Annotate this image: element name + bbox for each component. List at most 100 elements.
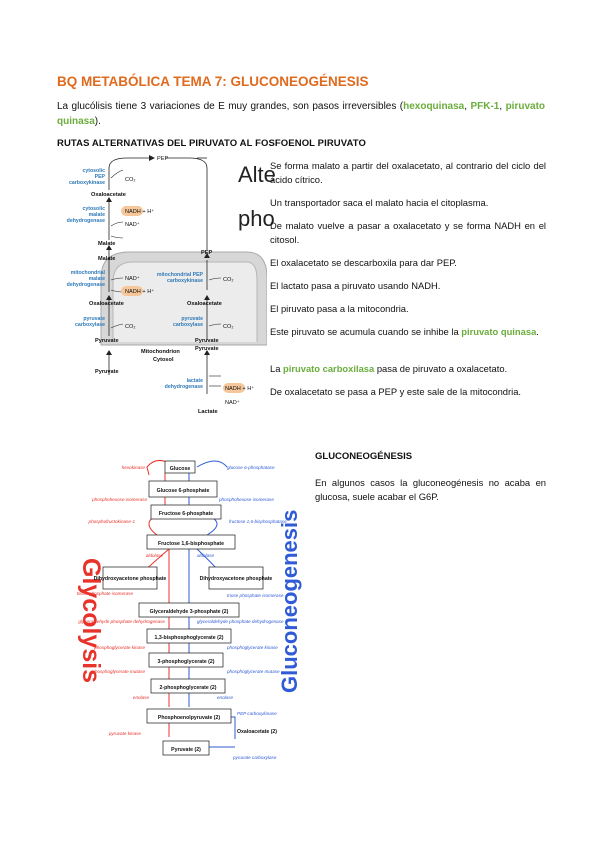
- label-oxaloacetate: Oxaloacetate: [91, 192, 126, 198]
- gng-enzyme-fbpase: fructose 1,6-bisphosphatase: [229, 519, 287, 524]
- label-co2-mito: CO₂: [125, 324, 136, 330]
- note-text: De malato vuelve a pasar a oxalacetato y…: [270, 220, 546, 245]
- glyco-enzyme-enolase: enolase: [133, 695, 150, 700]
- metabolite-g6p: Glucose 6-phosphate: [157, 488, 210, 494]
- label-nad: NAD⁺: [125, 221, 140, 228]
- note-text: El oxalacetato se descarboxila para dar …: [270, 257, 457, 268]
- metabolite-box-g6p: [148, 480, 218, 498]
- glyco-enzyme-aldolase: aldolase: [146, 553, 164, 558]
- enzyme-pyr-carb-2: carboxylase: [75, 322, 105, 328]
- label-pyruvate-cytosol: Pyruvate: [95, 369, 119, 375]
- overlay-text-alte: Alte: [238, 162, 276, 187]
- label-cytosol: Cytosol: [153, 357, 174, 363]
- nadh-pill: [223, 383, 245, 393]
- metabolite-box-f16bp: [146, 534, 236, 550]
- label-pyruvate-mito: Pyruvate: [95, 338, 119, 344]
- overlay-text-pho: pho: [238, 206, 275, 231]
- label-mitochondrion: Mitochondrion: [141, 349, 180, 355]
- glyco-enzyme-pk: pyruvate kinase: [108, 731, 142, 736]
- glyco-enzyme-pgm: phosphoglycerate mutase: [91, 669, 145, 674]
- metabolite-dhap-left: Dihydroxyacetone phosphate: [94, 576, 167, 582]
- nadh-pill: [121, 286, 143, 296]
- glycolysis-gluconeogenesis-diagram: Glycolysis Gluconeogenesis Glucose Gluco…: [77, 460, 302, 760]
- enzyme-ldh-2: dehydrogenase: [165, 384, 203, 390]
- metabolite-box-pyruvate: [162, 740, 210, 756]
- mitochondrion-shape: [100, 251, 267, 346]
- label-co2-right2: CO₂: [223, 324, 234, 330]
- note-9: De oxalacetato se pasa a PEP y este sale…: [270, 385, 546, 399]
- metabolite-box-pep: [146, 708, 232, 724]
- enzyme-cytosolic-pep-ck-2: PEP: [95, 174, 106, 180]
- enzyme-piruvato-quinasa: piruvato quinasa: [57, 101, 546, 127]
- gng-enzyme-aldolase: aldolase: [197, 553, 215, 558]
- metabolite-box-3pg: [148, 652, 224, 668]
- label-nadh-lactate: NADH + H⁺: [225, 385, 254, 392]
- gng-enzyme-pc: pyruvate carboxylase: [232, 755, 277, 760]
- metabolite-box-dhap-right: [208, 566, 264, 590]
- metabolite-box-gap: [138, 602, 240, 618]
- enzyme-cytosolic-mdh-3: dehydrogenase: [67, 218, 105, 224]
- gng-enzyme-phi: phosphohexose isomerase: [218, 497, 274, 502]
- gng-enzyme-pgk: phosphoglycerate kinase: [226, 645, 278, 650]
- glycolysis-side-label: Glycolysis: [77, 558, 105, 683]
- label-malate: Malate: [98, 241, 115, 247]
- intro-sep: ,: [499, 101, 506, 112]
- metabolite-f16bp: Fructose 1,6-bisphosphate: [158, 541, 224, 547]
- gng-enzyme-tpi: triose phosphate isomerase: [227, 593, 284, 598]
- note-7: Este piruvato se acumula cuando se inhib…: [270, 325, 546, 339]
- section2-paragraph: En algunos casos la gluconeogénesis no a…: [315, 477, 546, 502]
- metabolite-2pg: 2-phosphoglycerate (2): [159, 685, 216, 691]
- label-lactate: Lactate: [198, 409, 218, 415]
- note-text: El lactato pasa a piruvato usando NADH.: [270, 280, 441, 291]
- enzyme-mito-pep-ck-1: mitochondrial PEP: [157, 272, 204, 278]
- glyco-enzyme-phi: phosphohexose isomerase: [91, 497, 147, 502]
- metabolite-box-glucose: [164, 460, 196, 474]
- metabolite-glucose: Glucose: [170, 466, 191, 472]
- metabolite-pyruvate: Pyruvate (2): [171, 747, 201, 753]
- enzyme-mito-mdh-1: mitochondrial: [71, 270, 106, 276]
- note-6: El piruvato pasa a la mitocondria.: [270, 302, 546, 316]
- metabolite-box-f6p: [150, 504, 222, 520]
- note-5: El lactato pasa a piruvato usando NADH.: [270, 279, 546, 293]
- nadh-pill: [121, 206, 143, 216]
- metabolite-13bpg: 1,3-bisphosphoglycerate (2): [155, 635, 224, 641]
- gng-enzyme-pepck: PEP carboxykinase: [237, 711, 277, 716]
- note-2: Un transportador saca el malato hacia el…: [270, 196, 546, 210]
- note-text: Un transportador saca el malato hacia el…: [270, 197, 489, 208]
- glyco-enzyme-hexokinase: hexokinase: [122, 465, 146, 470]
- metabolite-3pg: 3-phosphoglycerate (2): [157, 659, 214, 665]
- glyco-enzyme-pfk1: phosphofructokinase-1: [88, 519, 136, 524]
- label-pep-top: PEP: [157, 156, 168, 162]
- intro-paragraph: La glucólisis tiene 3 variaciones de E m…: [57, 99, 545, 129]
- enzyme-hexoquinasa: hexoquinasa: [403, 101, 465, 112]
- enzyme-cytosolic-mdh-2: malate: [89, 212, 106, 218]
- metabolite-box-2pg: [150, 678, 226, 694]
- gng-enzyme-enolase: enolase: [217, 695, 234, 700]
- intro-sep: ,: [464, 101, 471, 112]
- label-co2: CO₂: [125, 177, 136, 183]
- enzyme-cytosolic-pep-ck-3: carboxykinase: [69, 180, 105, 186]
- note-text: .: [536, 326, 539, 337]
- enzyme-pyr-carb-r1: pyruvate: [181, 316, 203, 322]
- enzyme-piruvato-carboxilasa-note: piruvato carboxilasa: [283, 363, 375, 374]
- note-3: De malato vuelve a pasar a oxalacetato y…: [270, 219, 546, 247]
- gng-enzyme-g6pase: glucose 6-phosphatase: [227, 465, 275, 470]
- label-oxaloacetate-right: Oxaloacetate: [187, 301, 222, 307]
- glyco-enzyme-gapdh: glyceraldehyde phosphate dehydrogenase: [78, 619, 165, 624]
- note-text: El piruvato pasa a la mitocondria.: [270, 303, 409, 314]
- enzyme-ldh-1: lactate: [187, 378, 204, 384]
- label-nad-mito: NAD⁺: [125, 275, 140, 282]
- section-heading-alternativas: RUTAS ALTERNATIVAS DEL PIRUVATO AL FOSFO…: [57, 138, 366, 149]
- enzyme-mito-pep-ck-2: carboxykinase: [167, 278, 203, 284]
- note-8: La piruvato carboxilasa pasa de piruvato…: [270, 362, 546, 376]
- enzyme-mito-mdh-3: dehydrogenase: [67, 282, 105, 288]
- label-malate-mito: Malate: [98, 256, 115, 262]
- label-nadh: NADH + H⁺: [125, 208, 154, 215]
- metabolite-box-dhap-left: [102, 566, 158, 590]
- label-pyruvate-cytosol-right: Pyruvate: [195, 346, 219, 352]
- enzyme-pyr-carb-r2: carboxylase: [173, 322, 203, 328]
- note-text: Este piruvato se acumula cuando se inhib…: [270, 326, 462, 337]
- enzyme-cytosolic-mdh-1: cytosolic: [83, 206, 106, 212]
- note-text: Se forma malato a partir del oxalacetato…: [270, 160, 546, 185]
- gng-enzyme-gapdh: glyceraldehyde phosphate dehydrogenase: [197, 619, 284, 624]
